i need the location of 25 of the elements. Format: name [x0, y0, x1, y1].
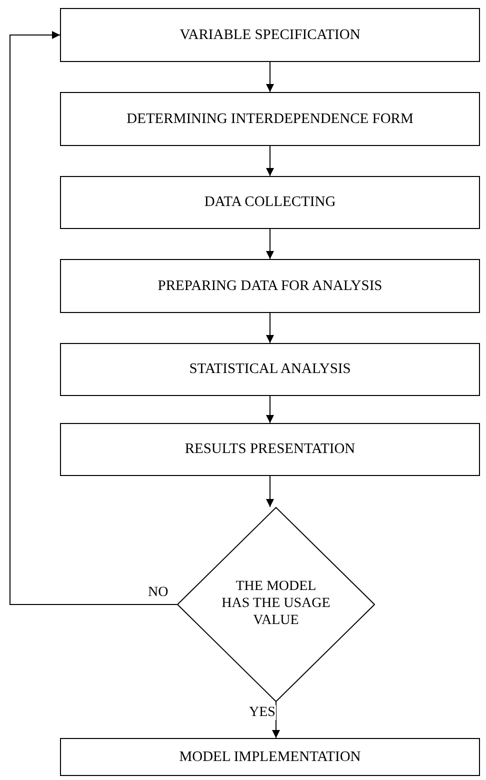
process-box [60, 343, 480, 396]
arrow [266, 476, 274, 508]
arrow [266, 396, 274, 424]
process-box [60, 259, 480, 313]
process-box [60, 8, 480, 62]
node-text: PREPARING DATA FOR ANALYSIS [158, 278, 382, 294]
edge-label: YES [248, 705, 276, 720]
arrow [266, 228, 274, 260]
process-box [60, 738, 480, 776]
node-text: DETERMINING INTERDEPENDENCE FORM [126, 110, 414, 128]
node-text: DATA COLLECTING [204, 194, 336, 211]
arrow [10, 31, 178, 605]
process-box [60, 92, 480, 146]
arrow [266, 312, 274, 344]
node-text: THE MODEL HAS THE USAGE VALUE [221, 579, 331, 630]
process-box [60, 423, 480, 476]
process-box [60, 176, 480, 229]
arrow [272, 702, 280, 738]
node-text: RESULTS PRESENTATION [184, 441, 356, 458]
node-text: MODEL IMPLEMENTATION [179, 748, 361, 766]
decision-diamond [177, 507, 375, 702]
node-text: VARIABLE SPECIFICATION [180, 26, 360, 44]
node-text: STATISTICAL ANALYSIS [189, 361, 351, 378]
arrow [266, 62, 274, 92]
arrow [266, 146, 274, 176]
